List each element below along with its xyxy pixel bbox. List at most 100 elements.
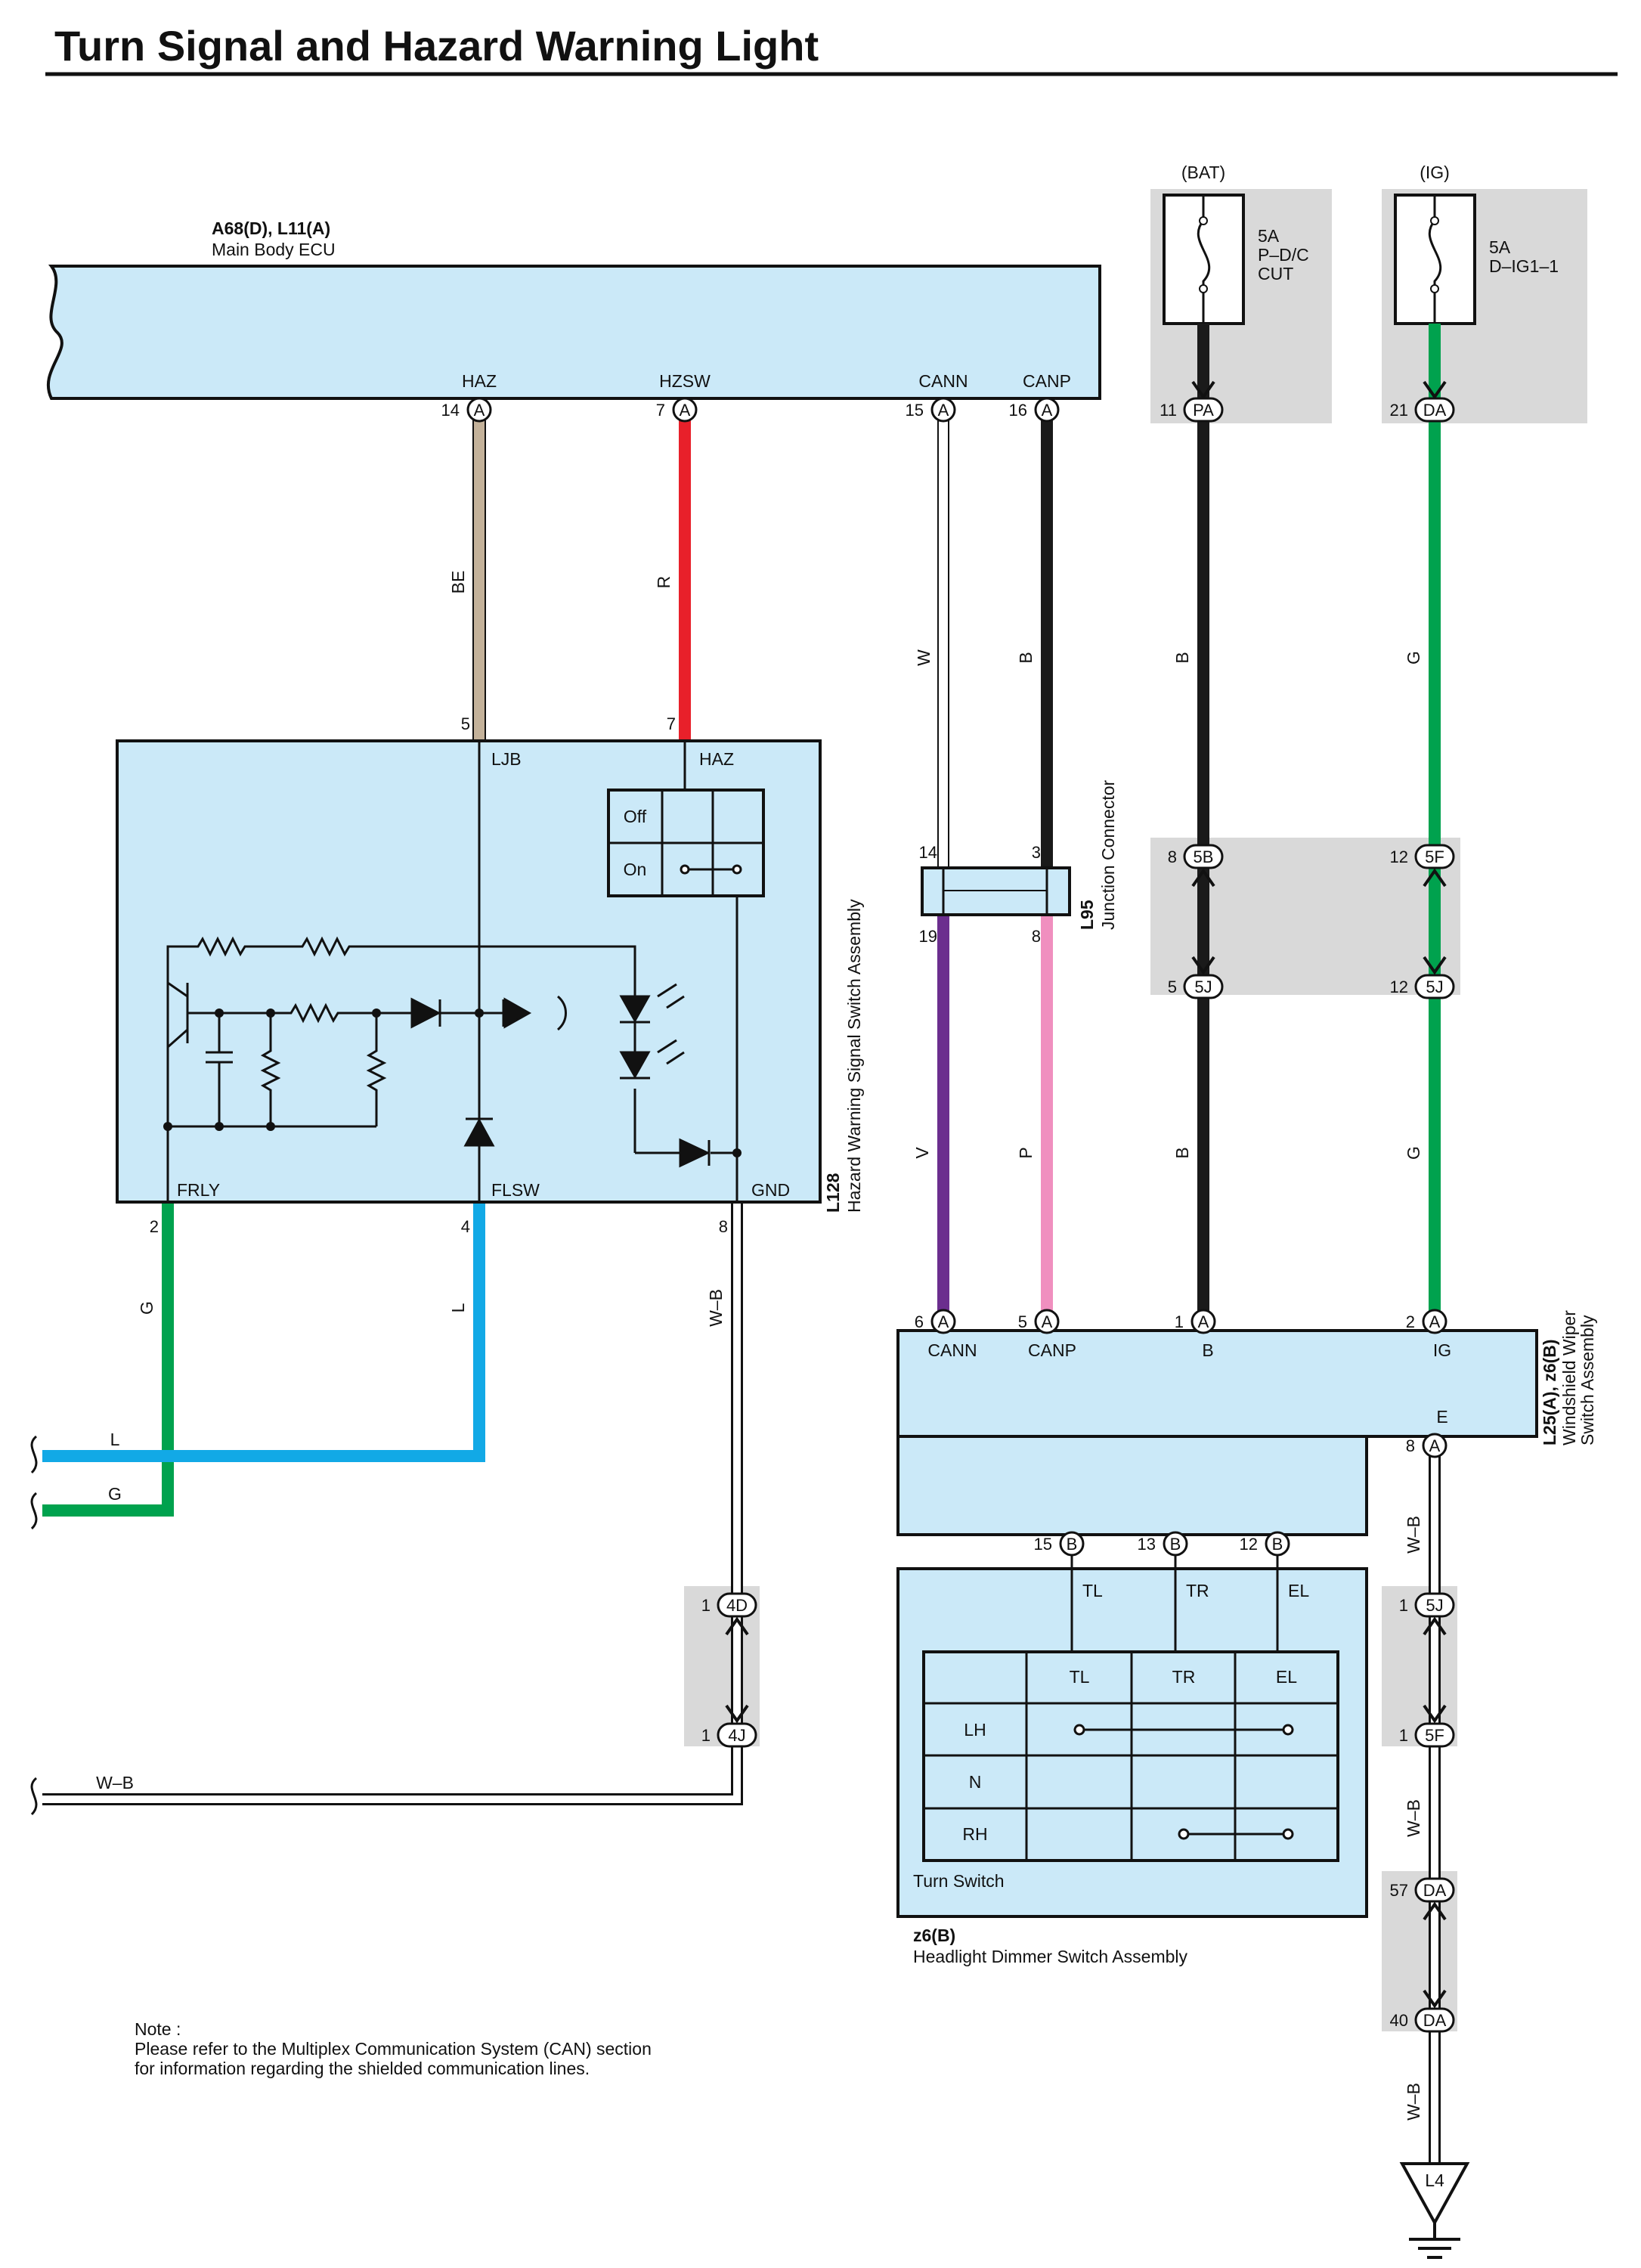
- hazard-terminal-flsw: FLSW: [491, 1180, 540, 1200]
- svg-text:A: A: [474, 401, 485, 420]
- wire-break-l: [30, 1435, 38, 1474]
- wire-wb-gnd: [42, 1202, 741, 1803]
- svg-text:A: A: [938, 401, 949, 420]
- bat-fuse-name2: CUT: [1258, 264, 1293, 284]
- ecu-pin-cann: A 15: [906, 397, 956, 423]
- hazard-switch-off: Off: [624, 807, 647, 826]
- hazard-pin-haz: 7: [667, 714, 676, 733]
- wiper-terminal-b: B: [1202, 1340, 1213, 1360]
- ground-label: L4: [1425, 2170, 1444, 2190]
- svg-text:A: A: [680, 401, 691, 420]
- hazard-pin-gnd: 8: [719, 1217, 728, 1236]
- dimmer-terminal-el: EL: [1288, 1581, 1309, 1600]
- svg-text:57: 57: [1390, 1881, 1408, 1900]
- svg-text:DA: DA: [1423, 2011, 1447, 2030]
- hazard-switch-table: [607, 789, 765, 897]
- svg-text:15: 15: [906, 401, 924, 420]
- dimmer-name: Headlight Dimmer Switch Assembly: [913, 1947, 1188, 1966]
- wire-break-wb: [30, 1777, 38, 1816]
- wire-label-b-bat: B: [1172, 652, 1192, 663]
- wire-label-b-canp: B: [1016, 652, 1036, 663]
- svg-text:5J: 5J: [1426, 1596, 1443, 1615]
- hazard-pin-ljb: 5: [461, 714, 470, 733]
- svg-text:B: B: [1272, 1535, 1283, 1554]
- junction-name: Junction Connector: [1098, 779, 1118, 930]
- hazard-switch-on: On: [624, 860, 647, 879]
- wiper-switch-lower: [896, 1435, 1368, 1536]
- svg-text:A: A: [1042, 1312, 1053, 1331]
- svg-text:16: 16: [1009, 401, 1027, 420]
- hazard-switch-ref: L128: [823, 1173, 843, 1213]
- svg-text:A: A: [938, 1312, 949, 1331]
- svg-text:5J: 5J: [1194, 978, 1212, 996]
- arrows-5b-5j: [1191, 868, 1215, 975]
- wire-label-w: W: [914, 649, 934, 666]
- ecu-pin-canp: A 16: [1009, 397, 1060, 423]
- hazard-pin-frly: 2: [150, 1217, 159, 1236]
- ecu-terminal-haz: HAZ: [462, 371, 497, 391]
- ecu-name: Main Body ECU: [212, 240, 336, 259]
- svg-text:A: A: [1042, 401, 1053, 420]
- ecu-ref: A68(D), L11(A): [212, 218, 330, 238]
- hazard-diodes: [410, 997, 711, 1168]
- ecu-pin-hzsw: A 7: [656, 397, 698, 423]
- wire-l-flsw: [42, 1202, 485, 1462]
- turn-row-lh: LH: [964, 1720, 986, 1740]
- wiper-name2: Switch Assembly: [1578, 1315, 1597, 1445]
- hazard-pin-flsw: 4: [461, 1217, 470, 1236]
- svg-text:8: 8: [1168, 847, 1177, 866]
- svg-text:A: A: [1198, 1312, 1209, 1331]
- junction-pin-8: 8: [1032, 927, 1041, 946]
- wire-label-l-flsw: L: [448, 1303, 468, 1312]
- wire-label-p: P: [1016, 1147, 1036, 1158]
- svg-text:15: 15: [1034, 1535, 1052, 1554]
- left-wire-l-label: L: [110, 1430, 120, 1449]
- diagram-title: Turn Signal and Hazard Warning Light: [54, 22, 819, 70]
- hazard-indicator-leds: [619, 983, 685, 1080]
- ecu-terminal-cann: CANN: [918, 371, 968, 391]
- connector-5f-e: 5F 1: [1399, 1722, 1455, 1748]
- hazard-terminal-ljb: LJB: [491, 749, 522, 769]
- junction-pin-19: 19: [919, 927, 937, 946]
- svg-text:B: B: [1170, 1535, 1181, 1554]
- hazard-terminal-gnd: GND: [751, 1180, 790, 1200]
- svg-text:8: 8: [1406, 1436, 1415, 1455]
- svg-text:12: 12: [1390, 978, 1408, 996]
- turn-switch-label: Turn Switch: [913, 1871, 1005, 1891]
- connector-5j-e: 5J 1: [1399, 1592, 1455, 1618]
- svg-text:PA: PA: [1193, 401, 1214, 420]
- main-body-ecu: [46, 265, 1101, 400]
- svg-text:1: 1: [701, 1596, 711, 1615]
- arrow-pa: [1191, 380, 1215, 400]
- connector-5j-b: 5J 5: [1168, 974, 1224, 999]
- wire-label-wb-gnd: W–B: [706, 1289, 726, 1327]
- connector-da-57: DA 57: [1390, 1877, 1455, 1903]
- svg-text:5J: 5J: [1426, 978, 1443, 996]
- svg-text:1: 1: [1175, 1312, 1184, 1331]
- hazard-switch-name: Hazard Warning Signal Switch Assembly: [844, 899, 864, 1213]
- svg-text:21: 21: [1390, 401, 1408, 420]
- wiper-pin-tl: B 15: [1034, 1531, 1085, 1557]
- svg-text:5F: 5F: [1425, 1726, 1444, 1745]
- wire-label-g-frly: G: [137, 1301, 156, 1315]
- wire-label-b-lower: B: [1172, 1147, 1192, 1158]
- wiper-pin-b: A 1: [1175, 1309, 1216, 1334]
- ig-label: (IG): [1420, 163, 1450, 182]
- connector-5j-g: 5J 12: [1390, 974, 1455, 999]
- arrow-da-ig: [1423, 380, 1447, 400]
- wiper-pin-tr: B 13: [1138, 1531, 1188, 1557]
- svg-text:11: 11: [1160, 401, 1177, 420]
- wiper-pin-ig: A 2: [1406, 1309, 1447, 1334]
- turn-row-n: N: [969, 1772, 982, 1792]
- svg-text:1: 1: [701, 1726, 711, 1745]
- junction-pin-14: 14: [919, 843, 937, 862]
- connector-5b: 5B 8: [1168, 844, 1224, 869]
- wiper-pin-el: B 12: [1240, 1531, 1290, 1557]
- svg-text:5B: 5B: [1194, 847, 1214, 866]
- svg-text:4J: 4J: [728, 1726, 745, 1745]
- svg-text:DA: DA: [1423, 1881, 1447, 1900]
- wire-label-v: V: [912, 1147, 932, 1159]
- left-wire-wb-label: W–B: [96, 1773, 134, 1792]
- ig-fuse-rating: 5A: [1489, 237, 1511, 257]
